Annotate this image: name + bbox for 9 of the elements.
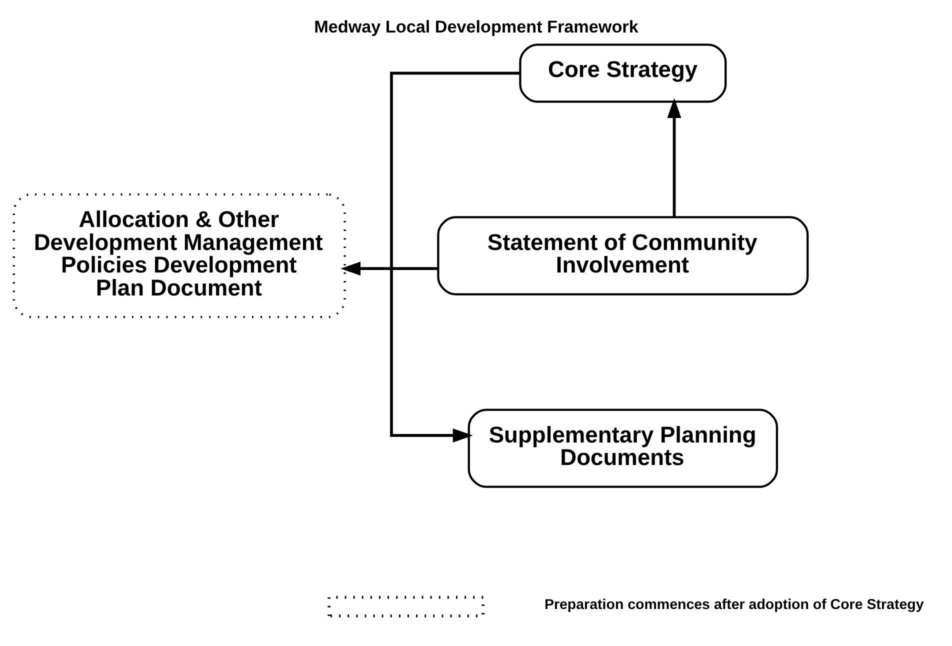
arrow bbox=[667, 97, 682, 217]
node-box: Allocation & Other Development Management Policies Development Plan Document bbox=[12, 192, 346, 318]
arrow bbox=[340, 261, 438, 276]
node-box: Statement of Community Involvement bbox=[437, 216, 809, 295]
node-box: Core Strategy bbox=[519, 43, 727, 102]
legend-label: Preparation commences after adoption of Core Strategy bbox=[544, 596, 924, 612]
node-box: Supplementary Planning Documents bbox=[468, 408, 778, 488]
arrow bbox=[390, 71, 520, 442]
diagram-title: Medway Local Development Framework bbox=[314, 17, 638, 36]
